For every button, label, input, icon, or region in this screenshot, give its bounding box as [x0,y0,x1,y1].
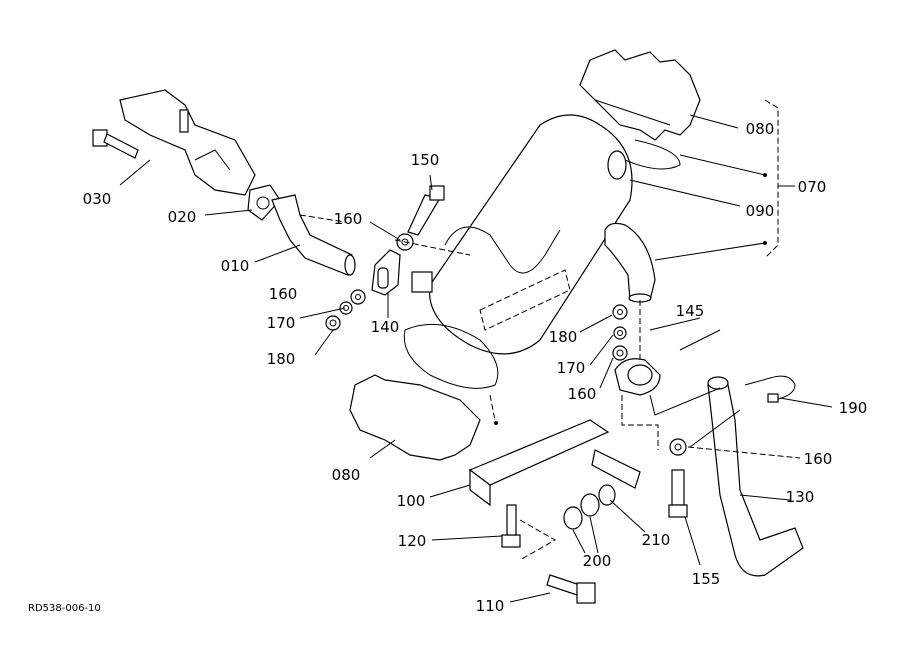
label-155: 155 [692,570,721,588]
label-210: 210 [642,531,671,549]
clamp-band-090 [624,139,681,170]
muffler [411,114,633,355]
label-160: 160 [804,450,833,468]
label-010: 010 [221,257,250,275]
gasket-ring [403,323,499,389]
label-090: 090 [746,202,775,220]
label-160: 160 [334,210,363,228]
label-100: 100 [397,492,426,510]
heat-shield-080-top [579,49,701,141]
label-080: 080 [332,466,361,484]
bracket-100 [468,419,641,507]
label-160: 160 [269,285,298,303]
washers-nuts-right [612,304,628,361]
bolt-030 [92,129,139,159]
washers-nuts-left [325,289,366,331]
label-080: 080 [746,120,775,138]
gasket-020 [247,184,281,221]
label-020: 020 [168,208,197,226]
label-170: 170 [557,359,586,377]
heat-shield-080-bottom [349,374,481,461]
bolt-150-washer-160 [396,185,445,251]
label-180: 180 [267,350,296,368]
part-labels: 030 020 010 160 170 180 140 160 150 080 … [28,120,867,615]
label-160: 160 [568,385,597,403]
label-200: 200 [583,552,612,570]
label-180: 180 [549,328,578,346]
spacers-200-210 [563,484,616,530]
clip-190 [744,375,796,403]
diagram-code: RD538-006-10 [28,603,101,614]
leader-lines [119,99,833,603]
bolt-110 [546,574,596,604]
label-145: 145 [676,302,705,320]
bolt-155-washer-160 [668,438,688,518]
label-170: 170 [267,314,296,332]
exhaust-manifold [119,89,256,196]
bolt-120 [501,504,521,548]
label-030: 030 [83,190,112,208]
label-110: 110 [476,597,505,615]
label-070: 070 [798,178,827,196]
label-190: 190 [839,399,868,417]
label-150: 150 [411,151,440,169]
tube-130 [707,376,804,577]
clamp-145 [614,358,661,396]
bracket-140 [371,249,401,296]
label-140: 140 [371,318,400,336]
pipe-010 [271,194,356,276]
label-120: 120 [398,532,427,550]
label-130: 130 [786,488,815,506]
tail-pipe-elbow [604,222,656,303]
